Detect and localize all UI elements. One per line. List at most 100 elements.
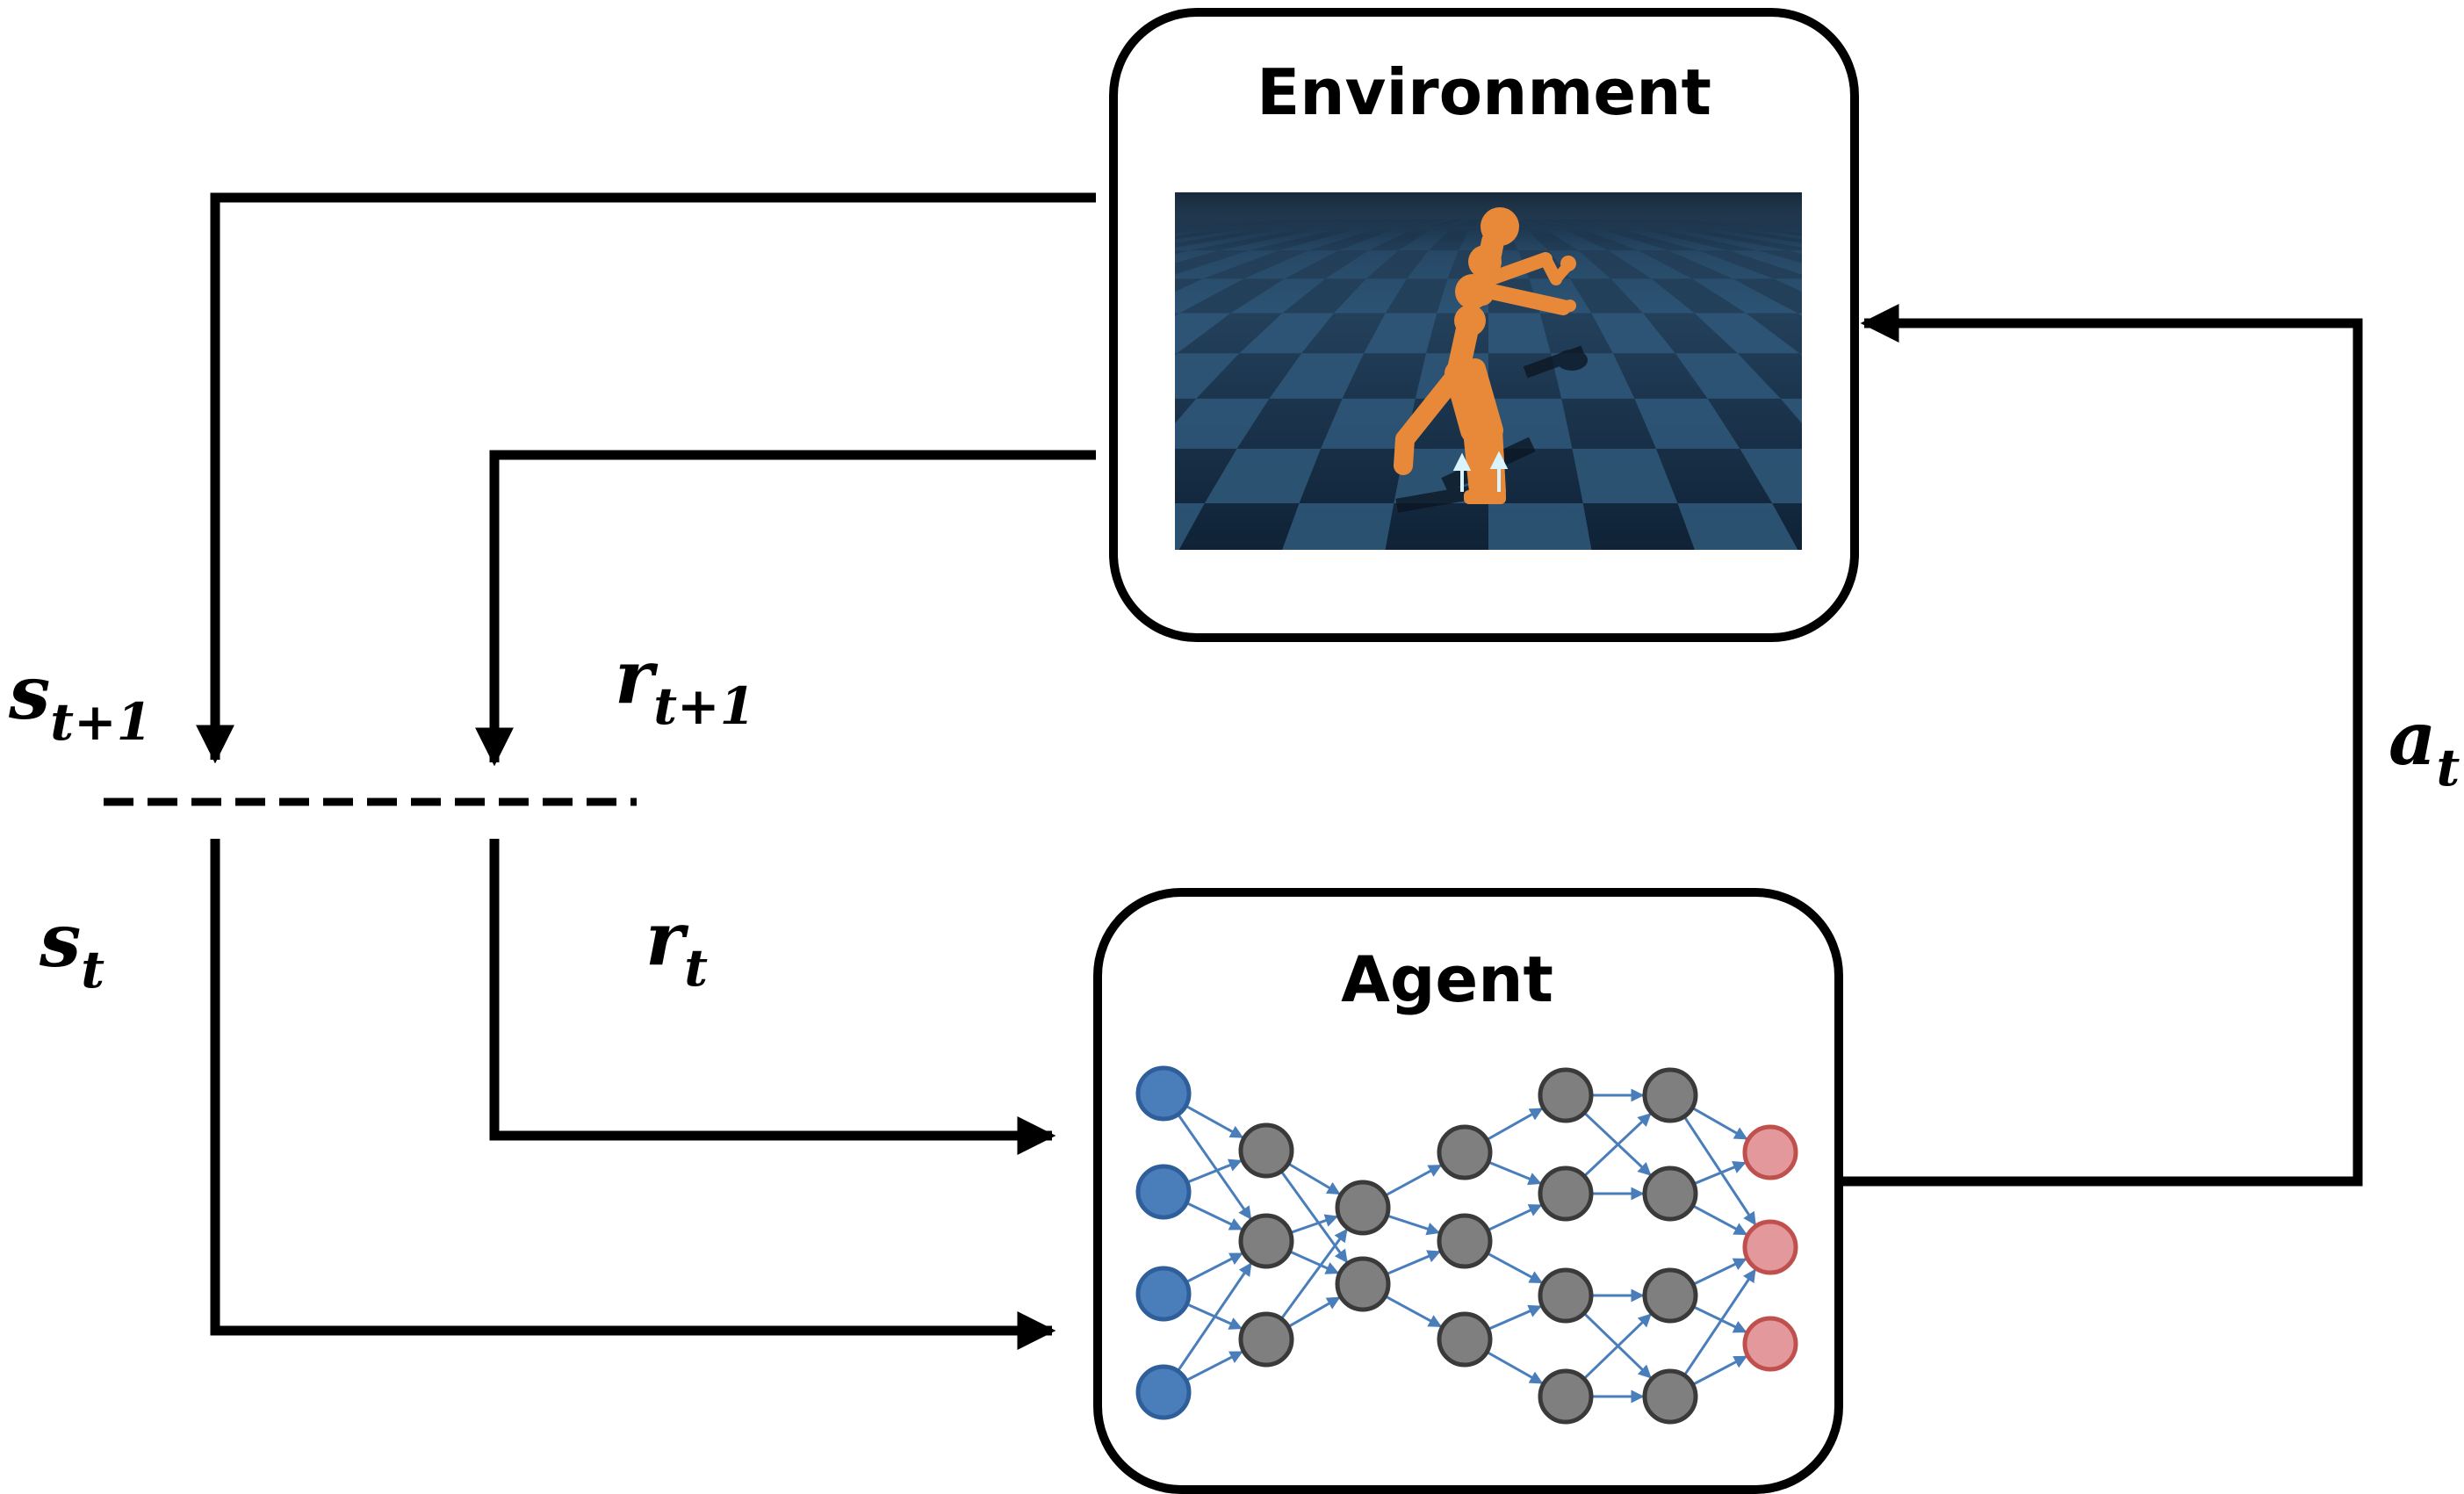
label-s-current: st (39, 897, 104, 1000)
floor-tile (2434, 503, 2464, 562)
floor-tile (1848, 250, 2019, 278)
floor-tile (1677, 503, 1798, 550)
network-edge (1186, 1158, 1243, 1184)
floor-tile (435, 503, 637, 562)
floor-tile (991, 314, 1128, 354)
floor-tile (1634, 398, 1740, 449)
floor-tile (1175, 503, 1205, 550)
floor-tile (1204, 448, 1322, 504)
floor-tile (2344, 278, 2464, 313)
floor-tile (242, 314, 509, 354)
network-edge (1583, 1113, 1652, 1178)
floor-tile (1936, 278, 2107, 313)
network-edge (1693, 1161, 1747, 1186)
floor-tile (866, 314, 1025, 354)
floor-tile (2173, 353, 2365, 399)
simulation-scene-image (0, 192, 2464, 562)
floor-tile (1867, 503, 2015, 562)
hidden-node (1437, 1124, 1493, 1180)
floor-tile (258, 449, 482, 503)
neural-network-edges (1177, 1088, 1757, 1404)
hidden-node (1335, 1256, 1391, 1312)
floor-tile (856, 503, 1015, 562)
network-edge (1289, 1214, 1339, 1234)
floor-tile (247, 353, 492, 399)
hidden-node (1642, 1067, 1698, 1123)
floor-tile (0, 399, 247, 449)
input-node (1135, 1364, 1192, 1420)
floor-tile (1908, 250, 2100, 278)
floor-tile (1282, 503, 1394, 550)
floor-tile (1488, 503, 1592, 550)
network-edge (1287, 1162, 1341, 1195)
floor-tile (2416, 314, 2464, 354)
network-edge (1384, 1164, 1443, 1197)
hidden-node (1642, 1368, 1698, 1425)
hidden-node (1538, 1267, 1594, 1324)
network-edge (1185, 1350, 1243, 1382)
output-node (1742, 1219, 1798, 1275)
floor-tile (918, 250, 1099, 278)
floor-tile (2423, 353, 2464, 399)
floor-tile (1907, 449, 2056, 503)
floor-tile (650, 399, 831, 449)
floor-tile (818, 278, 999, 313)
floor-tile (985, 399, 1123, 449)
flow-arrows (104, 192, 2363, 1350)
floor-tile (977, 353, 1115, 399)
reward-to-agent-arrow (489, 839, 1056, 1155)
floor-tile (509, 278, 754, 313)
floor-tile (2298, 353, 2464, 399)
network-edge (1287, 1296, 1341, 1328)
floor-tile (645, 503, 826, 562)
network-edge (1691, 1355, 1747, 1386)
floor-tile (1780, 398, 1802, 423)
floor-tile (1740, 448, 1802, 504)
output-node (1742, 1124, 1798, 1180)
hidden-node (1437, 1213, 1493, 1269)
hidden-node (1538, 1166, 1594, 1222)
floor-tile (837, 250, 1039, 278)
floor-tile (2219, 399, 2410, 449)
network-edge (1682, 1115, 1757, 1226)
network-edge (1682, 1268, 1756, 1376)
floor-tile (1175, 313, 1231, 354)
floor-tile (685, 353, 866, 399)
input-node (1135, 1266, 1192, 1322)
floor-tile (2100, 278, 2313, 313)
label-r-current: rt (645, 895, 708, 998)
network-edge (1488, 1160, 1542, 1186)
floor-tile (2056, 503, 2226, 562)
output-node (1742, 1316, 1798, 1372)
hidden-node (1238, 1213, 1294, 1269)
hidden-node (1238, 1122, 1294, 1179)
network-edge (1486, 1107, 1544, 1142)
floor-tile (2410, 449, 2464, 503)
hidden-node (1335, 1180, 1391, 1236)
network-edge (1692, 1305, 1747, 1333)
floor-tile (2075, 449, 2245, 503)
network-edge (1692, 1258, 1747, 1286)
floor-tile (2018, 278, 2209, 313)
network-edge (1185, 1252, 1243, 1284)
floor-tile (1175, 353, 1240, 399)
floor-tile (2245, 503, 2437, 562)
floor-tile (1927, 399, 2075, 449)
action-arrow (1839, 304, 2363, 1187)
network-edge (1185, 1104, 1244, 1139)
floor-tile (0, 449, 148, 503)
floor-tile (367, 314, 612, 354)
agent-title: Agent (1341, 942, 1553, 1016)
network-edge (1177, 1113, 1252, 1220)
floor-tile (1925, 353, 2073, 399)
floor-tile (1694, 313, 1800, 354)
input-node (1135, 1164, 1192, 1220)
label-r-next: rt+1 (615, 633, 755, 736)
hidden-node (1538, 1067, 1594, 1123)
network-edge (1487, 1203, 1543, 1232)
floor-tile (755, 250, 979, 278)
floor-tile (2073, 399, 2244, 449)
floor-tile (2028, 250, 2262, 278)
floor-tile (2181, 278, 2416, 313)
floor-tile (716, 278, 918, 313)
